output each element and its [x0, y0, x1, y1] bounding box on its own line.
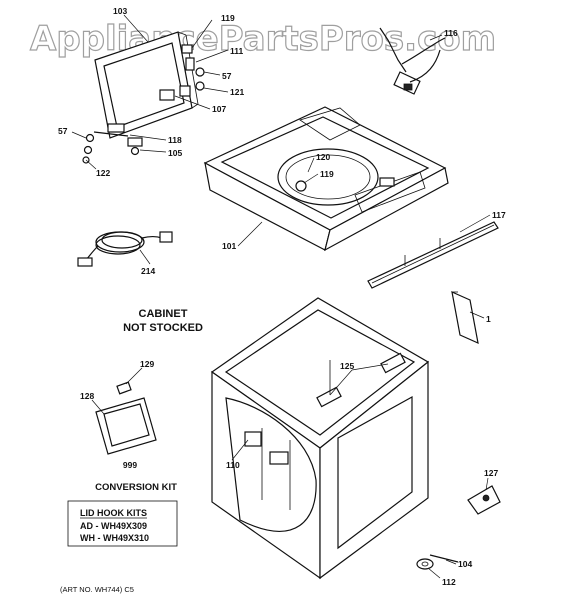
art-number: (ART NO. WH744) C5 [60, 585, 134, 594]
label-127: 127 [484, 468, 498, 478]
lid-hook-kits-ad: AD - WH49X309 [80, 521, 147, 531]
label-125: 125 [340, 361, 354, 371]
lid-switch [379, 27, 446, 95]
lid-frame [82, 31, 205, 164]
cabinet-note-line2: NOT STOCKED [123, 322, 203, 334]
label-57: 57 [222, 71, 232, 81]
label-119: 119 [221, 13, 235, 23]
label-129: 129 [140, 359, 154, 369]
power-cord [77, 231, 173, 267]
label-117: 117 [492, 210, 506, 220]
label-119-tub: 119 [320, 169, 334, 179]
top-cover [203, 106, 449, 252]
label-105: 105 [168, 148, 182, 158]
conversion-kit-number: 999 [123, 460, 137, 470]
label-1: 1 [486, 314, 491, 324]
rail [367, 221, 499, 289]
label-110: 110 [226, 460, 240, 470]
lid-hook-plate [95, 381, 157, 455]
label-214: 214 [141, 266, 155, 276]
label-116: 116 [444, 28, 458, 38]
conversion-kit-label: CONVERSION KIT [95, 482, 177, 493]
lid-hook-kits-title: LID HOOK KITS [80, 508, 147, 518]
label-118: 118 [168, 135, 182, 145]
label-107: 107 [212, 104, 226, 114]
watermark-text: AppliancePartsPros.com [30, 19, 496, 59]
leveling-leg [416, 554, 459, 570]
lid-hook-kits-wh: WH - WH49X310 [80, 533, 149, 543]
label-57-lower: 57 [58, 126, 68, 136]
label-101: 101 [222, 241, 236, 251]
label-128: 128 [80, 391, 94, 401]
leader-lines [71, 14, 491, 579]
label-120: 120 [316, 152, 330, 162]
label-122: 122 [96, 168, 110, 178]
label-121: 121 [230, 87, 244, 97]
label-111: 111 [230, 46, 244, 56]
cabinet-note-line1: CABINET [139, 308, 188, 320]
label-112: 112 [442, 577, 456, 587]
lid-hook-kits-box [67, 500, 178, 547]
hinge-bracket [467, 485, 501, 515]
cabinet [210, 297, 430, 580]
label-103: 103 [113, 6, 127, 16]
label-104: 104 [458, 559, 472, 569]
literature-packet [451, 290, 479, 345]
